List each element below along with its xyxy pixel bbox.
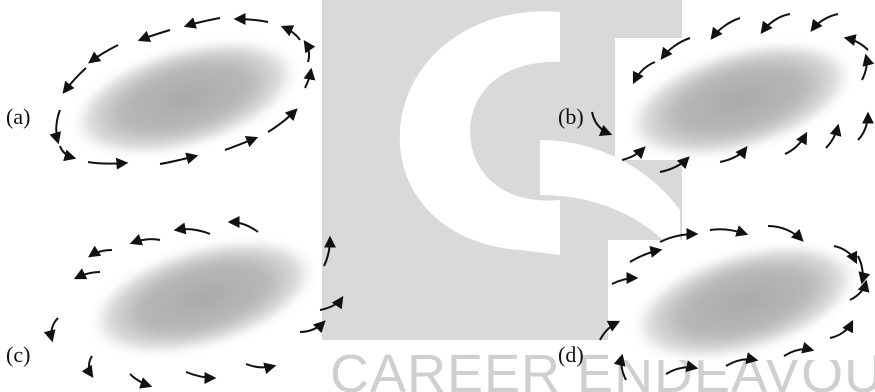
arrow-c-2 (129, 234, 161, 246)
panel-label-a: (a) (6, 104, 30, 129)
blob-d (628, 242, 862, 362)
arrow-b-14 (857, 111, 874, 141)
arrow-a-2 (62, 67, 87, 94)
arrow-d-4 (767, 225, 804, 242)
arrow-d-10 (665, 360, 699, 375)
panel-c: (c) (6, 216, 344, 389)
arrow-d-14 (849, 279, 870, 301)
arrow-a-12 (159, 152, 199, 165)
watermark-logo-arc (540, 140, 680, 258)
arrow-b-13 (825, 123, 842, 149)
arrow-a-13 (224, 135, 259, 151)
arrow-a-5 (233, 13, 269, 26)
arrow-c-12 (319, 296, 344, 311)
arrow-c-1 (88, 245, 113, 258)
arrow-d-13 (829, 319, 854, 339)
arrow-b-3 (710, 17, 741, 40)
arrow-c-10 (245, 362, 277, 375)
arrow-b-5 (810, 13, 839, 32)
arrow-b-9 (621, 146, 646, 161)
arrow-d-1 (629, 246, 663, 263)
arrow-c-4 (227, 216, 259, 233)
arrow-d-7 (611, 272, 639, 285)
arrow-d-3 (709, 225, 749, 237)
arrow-b-2 (660, 37, 691, 60)
blob-a (68, 38, 302, 158)
arrow-b-8 (591, 111, 613, 137)
panel-a: (a) (6, 13, 316, 170)
arrow-b-7 (861, 53, 875, 81)
arrow-b-12 (784, 131, 808, 155)
arrows-a (49, 13, 316, 170)
panel-label-b: (b) (558, 104, 584, 129)
arrow-c-3 (173, 222, 211, 235)
arrows-d (599, 225, 871, 381)
arrow-d-12 (783, 341, 815, 357)
arrow-c-5 (73, 268, 101, 280)
panel-label-d: (d) (558, 342, 584, 367)
arrow-c-7 (81, 355, 94, 378)
panel-label-c: (c) (6, 342, 30, 367)
arrow-d-9 (613, 353, 627, 381)
arrow-b-1 (632, 61, 656, 85)
arrow-a-7 (303, 40, 316, 63)
arrow-c-8 (129, 373, 153, 389)
arrow-b-11 (719, 146, 748, 163)
arrow-a-1 (88, 44, 119, 64)
arrow-c-9 (185, 371, 217, 384)
arrow-a-4 (183, 17, 221, 29)
watermark-logo (399, 11, 560, 256)
panel-d: (d) (558, 225, 871, 381)
panel-b: (b) (558, 13, 875, 173)
arrow-d-8 (599, 320, 621, 341)
arrow-a-14 (267, 108, 298, 133)
blob-b (623, 40, 857, 160)
arrow-a-9 (49, 109, 61, 145)
blob-c (86, 237, 320, 357)
arrow-b-4 (760, 13, 791, 34)
arrow-d-2 (659, 228, 699, 243)
arrow-c-6 (43, 317, 59, 343)
arrow-b-6 (843, 34, 869, 51)
arrow-a-8 (303, 67, 316, 89)
arrows-c (43, 216, 344, 389)
arrow-a-10 (59, 145, 77, 162)
arrow-a-11 (87, 157, 129, 170)
arrows-b (591, 13, 875, 173)
arrow-d-11 (725, 352, 759, 367)
arrow-a-6 (280, 25, 301, 41)
arrow-c-13 (323, 235, 336, 267)
arrow-b-10 (659, 156, 690, 173)
arrow-c-11 (299, 320, 326, 334)
arrow-a-3 (137, 29, 171, 43)
arrow-d-5 (833, 245, 858, 265)
